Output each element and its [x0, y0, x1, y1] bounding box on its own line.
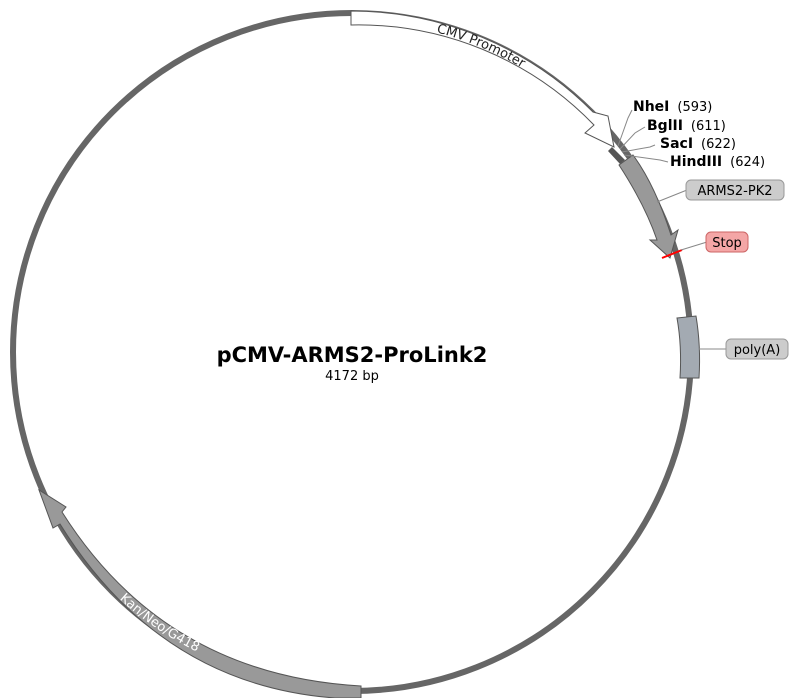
stop-leader [680, 241, 708, 251]
arms2-label-box [685, 179, 785, 201]
arms2-pk2-feature[interactable] [618, 154, 679, 259]
plasmid-name: pCMV-ARMS2-ProLink2 [217, 343, 488, 367]
kan-neo-label: Kan/Neo/G418 [117, 591, 202, 655]
mcs-region [608, 147, 625, 164]
polya-label: poly(A) [734, 343, 781, 358]
site-nhei: NheI(593) [633, 99, 712, 115]
kan-neo-feature[interactable] [38, 488, 362, 698]
cmv-promoter-label: CMV Promoter [435, 22, 528, 72]
polya-feature[interactable] [676, 315, 701, 379]
site-saci: SacI(622) [660, 136, 736, 152]
site-hindiii: HindIII(624) [670, 154, 765, 170]
cmv-promoter-feature[interactable] [350, 10, 615, 148]
stop-label-box [705, 231, 749, 253]
restriction-leaders [617, 109, 669, 163]
arms2-label: ARMS2-PK2 [698, 184, 773, 199]
stop-label: Stop [712, 236, 742, 251]
site-bglii: BglII(611) [647, 118, 726, 134]
stop-marker [661, 249, 683, 259]
arms2-leader [656, 189, 688, 203]
plasmid-length: 4172 bp [325, 369, 379, 384]
polya-label-box [725, 338, 789, 360]
